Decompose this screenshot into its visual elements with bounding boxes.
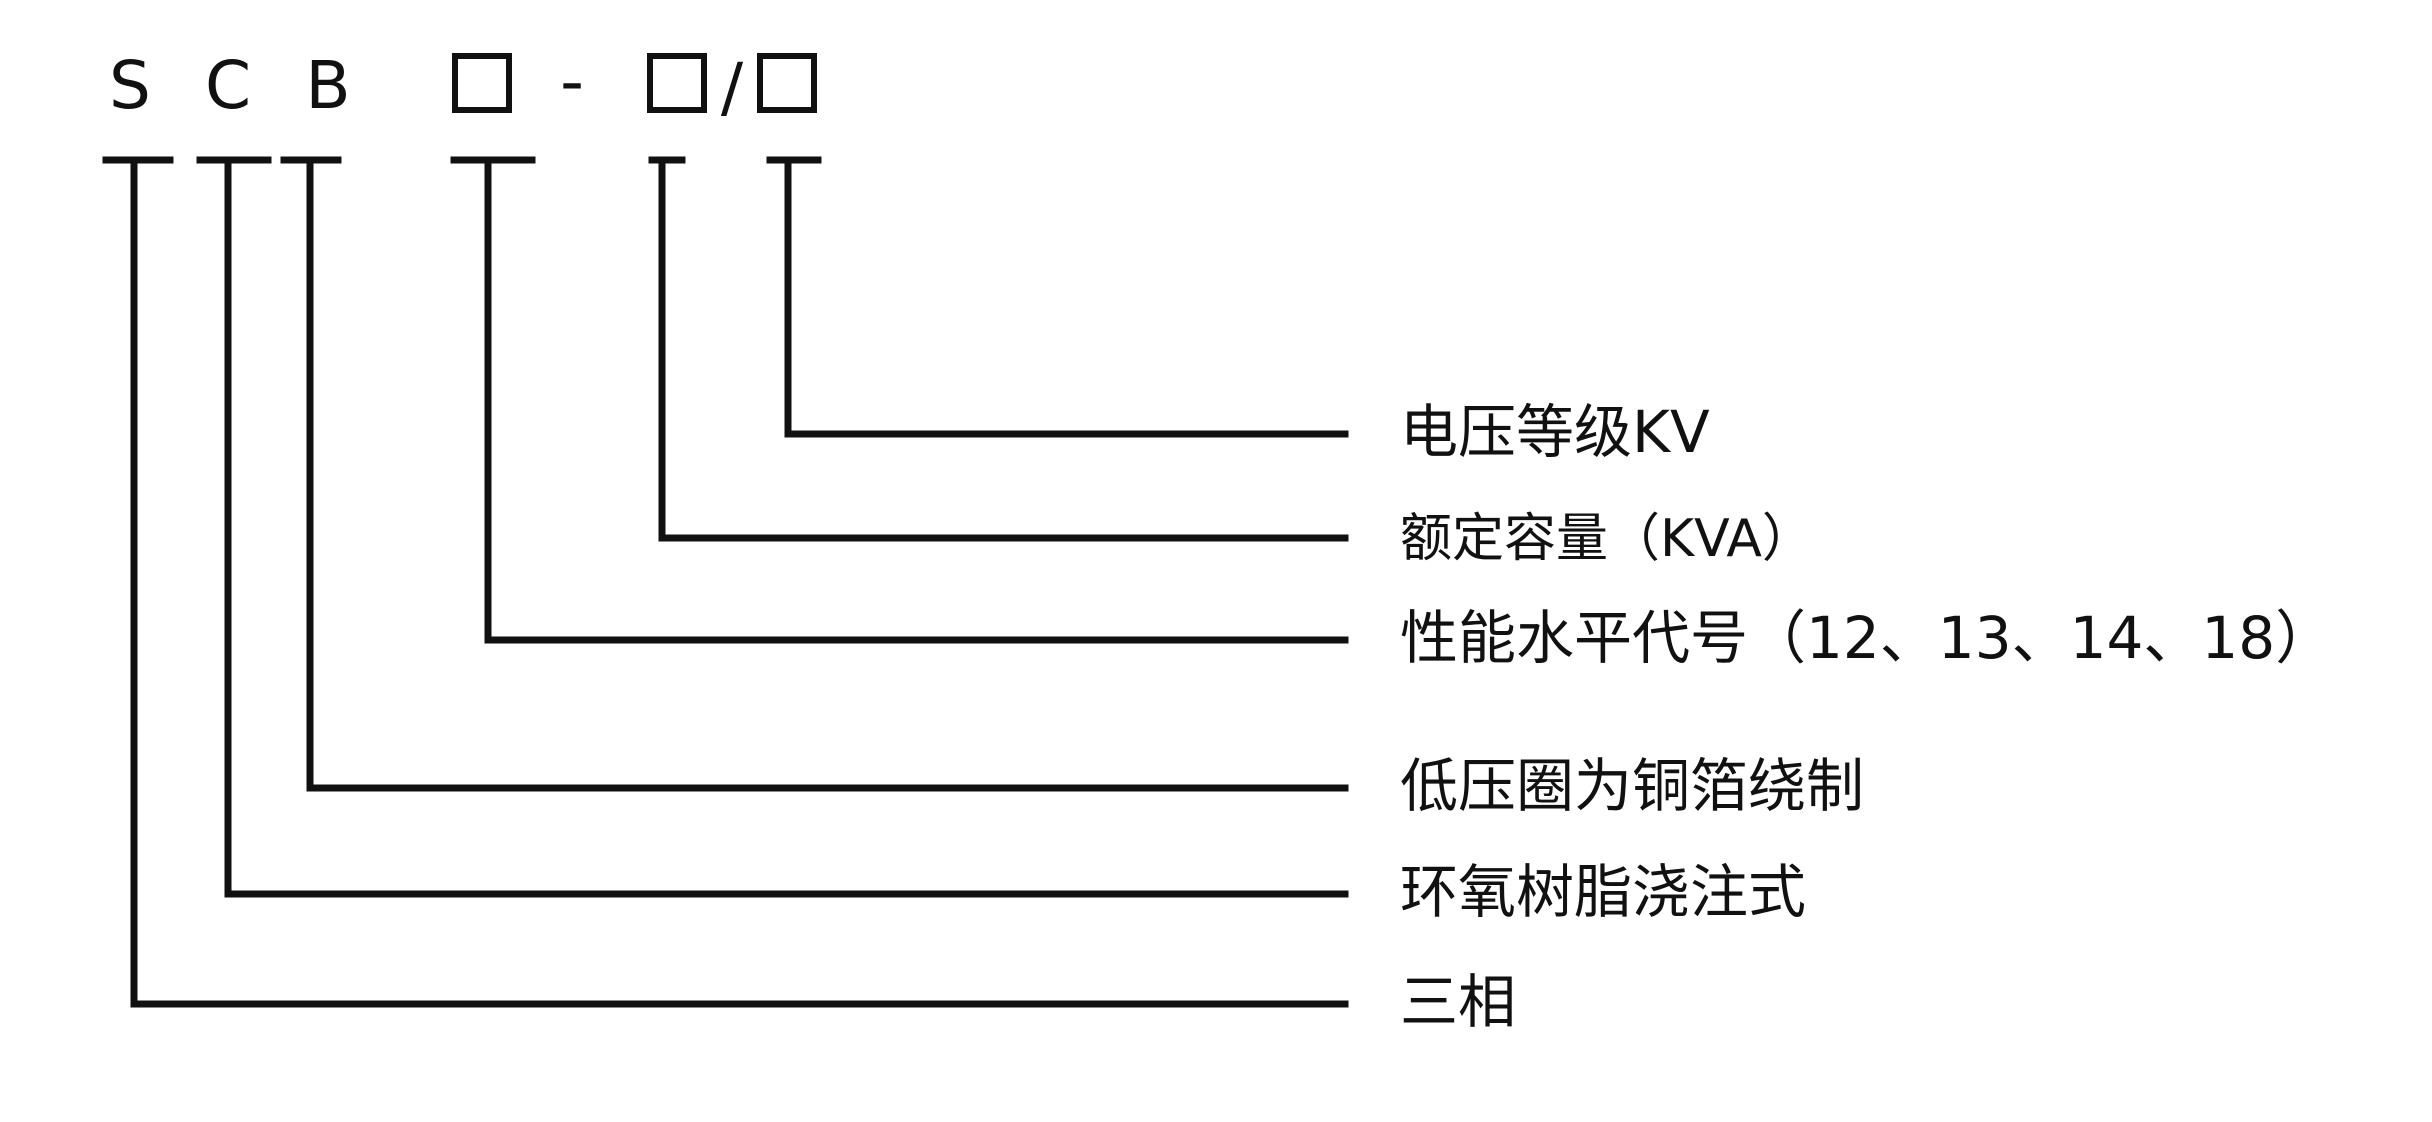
leader-performance — [484, 156, 1349, 644]
code-box-capacity — [647, 53, 707, 113]
leader-lines — [130, 156, 1349, 1008]
label-winding: 低压圈为铜箔绕制 — [1400, 752, 1864, 820]
code-box-voltage — [757, 53, 817, 113]
code-letter-b: B — [305, 47, 350, 124]
leader-phase — [130, 156, 1349, 1008]
code-letter-s: S — [109, 47, 151, 124]
leader-epoxy — [224, 156, 1349, 898]
leader-capacity — [658, 156, 1349, 542]
code-letter-c: C — [205, 47, 251, 124]
label-performance: 性能水平代号（12、13、14、18） — [1400, 604, 2333, 672]
code-box-performance — [452, 53, 512, 113]
model-code: S C B - / — [109, 43, 817, 126]
label-capacity: 额定容量（KVA） — [1400, 509, 1814, 569]
leader-voltage — [784, 156, 1349, 438]
label-epoxy: 环氧树脂浇注式 — [1400, 858, 1806, 926]
labels: 电压等级KV 额定容量（KVA） 性能水平代号（12、13、14、18） 低压圈… — [1400, 398, 2333, 1036]
label-phase: 三相 — [1400, 968, 1516, 1036]
code-dash: - — [560, 43, 584, 120]
leader-winding — [306, 156, 1349, 792]
label-voltage: 电压等级KV — [1400, 398, 1710, 466]
code-slash: / — [721, 49, 744, 126]
